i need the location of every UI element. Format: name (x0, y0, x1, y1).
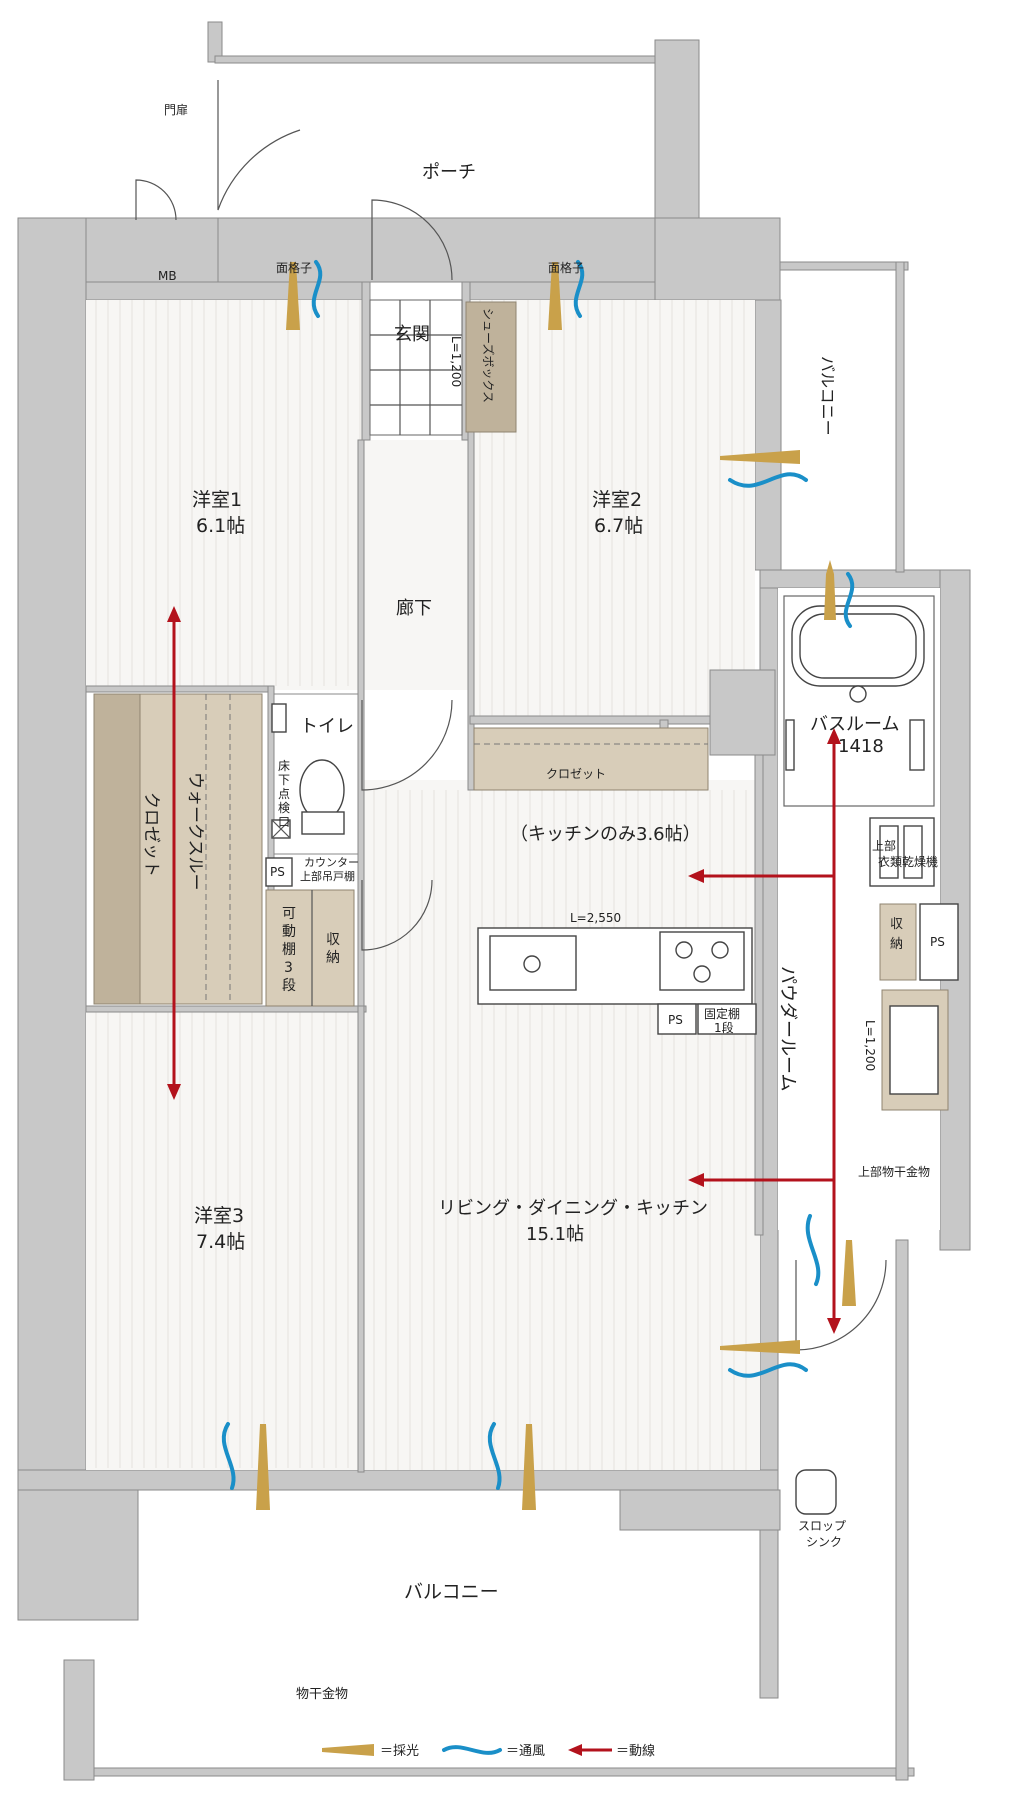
room1-name: 洋室1 (192, 489, 242, 511)
slop-sink-label-1: スロップ (798, 1519, 846, 1533)
storage-label-1: 収 (326, 932, 340, 948)
bathroom-fixtures (783, 595, 935, 807)
room2-closet-label: クロゼット (546, 767, 606, 781)
kitchen-counter (477, 927, 757, 1035)
lattice-left-label: 面格子 (276, 260, 312, 275)
movable-shelf-4: 3 (284, 960, 293, 976)
balcony-main-label: バルコニー (404, 1581, 499, 1603)
legend-wind-label: ＝通風 (506, 1744, 545, 1759)
entrance-label: 玄関 (394, 324, 430, 345)
drying-hardware-upper: 上部物干金物 (858, 1164, 930, 1179)
bathroom-name: バスルーム (810, 714, 899, 735)
counter-label-1: カウンター (304, 856, 359, 869)
room2-size: 6.7帖 (594, 515, 643, 537)
gate-label: 門扉 (164, 103, 188, 117)
powder-room-label: パウダールーム (777, 966, 798, 1091)
storage-label-2: 納 (326, 950, 340, 966)
partitions (85, 281, 776, 1473)
shoe-box-label: シューズボックス (481, 308, 496, 403)
legend-wind-icon (442, 1745, 502, 1755)
legend-flow-label: ＝動線 (616, 1743, 655, 1759)
slop-sink-label-2: シンク (806, 1535, 842, 1549)
labels: ポーチ 門扉 MB 面格子 面格子 玄関 シューズボックス L=1,200 バル… (141, 103, 945, 1759)
movable-shelf-5: 段 (282, 978, 296, 994)
mb-label: MB (158, 269, 177, 283)
drying-hardware-label: 物干金物 (296, 1686, 348, 1702)
fixed-shelf-1: 固定棚 (704, 1006, 740, 1021)
room3-size: 7.4帖 (196, 1231, 245, 1253)
fixed-shelf-2: 1段 (714, 1020, 734, 1035)
ldk-name: リビング・ダイニング・キッチン (438, 1198, 708, 1219)
doors (135, 80, 887, 1351)
bathroom-size: 1418 (838, 736, 884, 757)
dryer-label-1: 上部 (872, 838, 896, 853)
kitchen-only-label: （キッチンのみ3.6帖） (510, 824, 701, 845)
ps-kitchen-label: PS (668, 1013, 683, 1027)
room2-name: 洋室2 (592, 489, 642, 511)
vanity-length: L=1,200 (863, 1020, 877, 1071)
floor-hatch-2: 下 (278, 773, 290, 787)
ldk-size: 15.1帖 (526, 1224, 584, 1245)
walk-closet-label: クロゼット (141, 792, 161, 877)
shoe-box (465, 301, 517, 433)
slop-sink (795, 1469, 837, 1515)
floor-hatch-4: 検 (278, 801, 290, 815)
light-markers (256, 262, 856, 1510)
movable-shelf-2: 動 (282, 924, 296, 940)
kitchen-length: L=2,550 (570, 911, 621, 925)
porch-label: ポーチ (422, 162, 476, 183)
wind-markers (221, 260, 855, 1490)
shoe-box-length: L=1,200 (449, 336, 463, 387)
entrance-floor (369, 299, 463, 436)
room1-size: 6.1帖 (196, 515, 245, 537)
hall-label: 廊下 (396, 598, 432, 619)
room2-closet (473, 727, 709, 791)
floor-grain (95, 300, 747, 1470)
toilet-label: トイレ (300, 716, 354, 737)
movable-shelf-1: 可 (282, 906, 296, 922)
lattice-right-label: 面格子 (548, 260, 584, 275)
storage-powder-2: 納 (890, 937, 903, 952)
legend-light-label: ＝採光 (380, 1744, 419, 1759)
toilet-area (265, 693, 359, 1007)
floor-hatch-1: 床 (278, 759, 290, 773)
movable-shelf-3: 棚 (282, 942, 296, 958)
floor-hatch-5: 口 (278, 815, 290, 829)
storage-powder-1: 収 (890, 917, 903, 932)
ps-toilet-label: PS (270, 865, 285, 879)
floor-hatch-3: 点 (278, 787, 290, 801)
flow-arrows (167, 606, 841, 1334)
powder-fixtures (869, 817, 959, 1111)
dryer-label-2: 衣類乾燥機 (878, 854, 938, 869)
room3-name: 洋室3 (194, 1205, 244, 1227)
counter-label-2: 上部吊戸棚 (300, 869, 355, 883)
legend-swatches (322, 1744, 612, 1756)
balcony-side-label: バルコニー (818, 356, 837, 436)
ps-powder-label: PS (930, 935, 945, 949)
walkthrough-label: ウォークスルー (185, 772, 205, 891)
